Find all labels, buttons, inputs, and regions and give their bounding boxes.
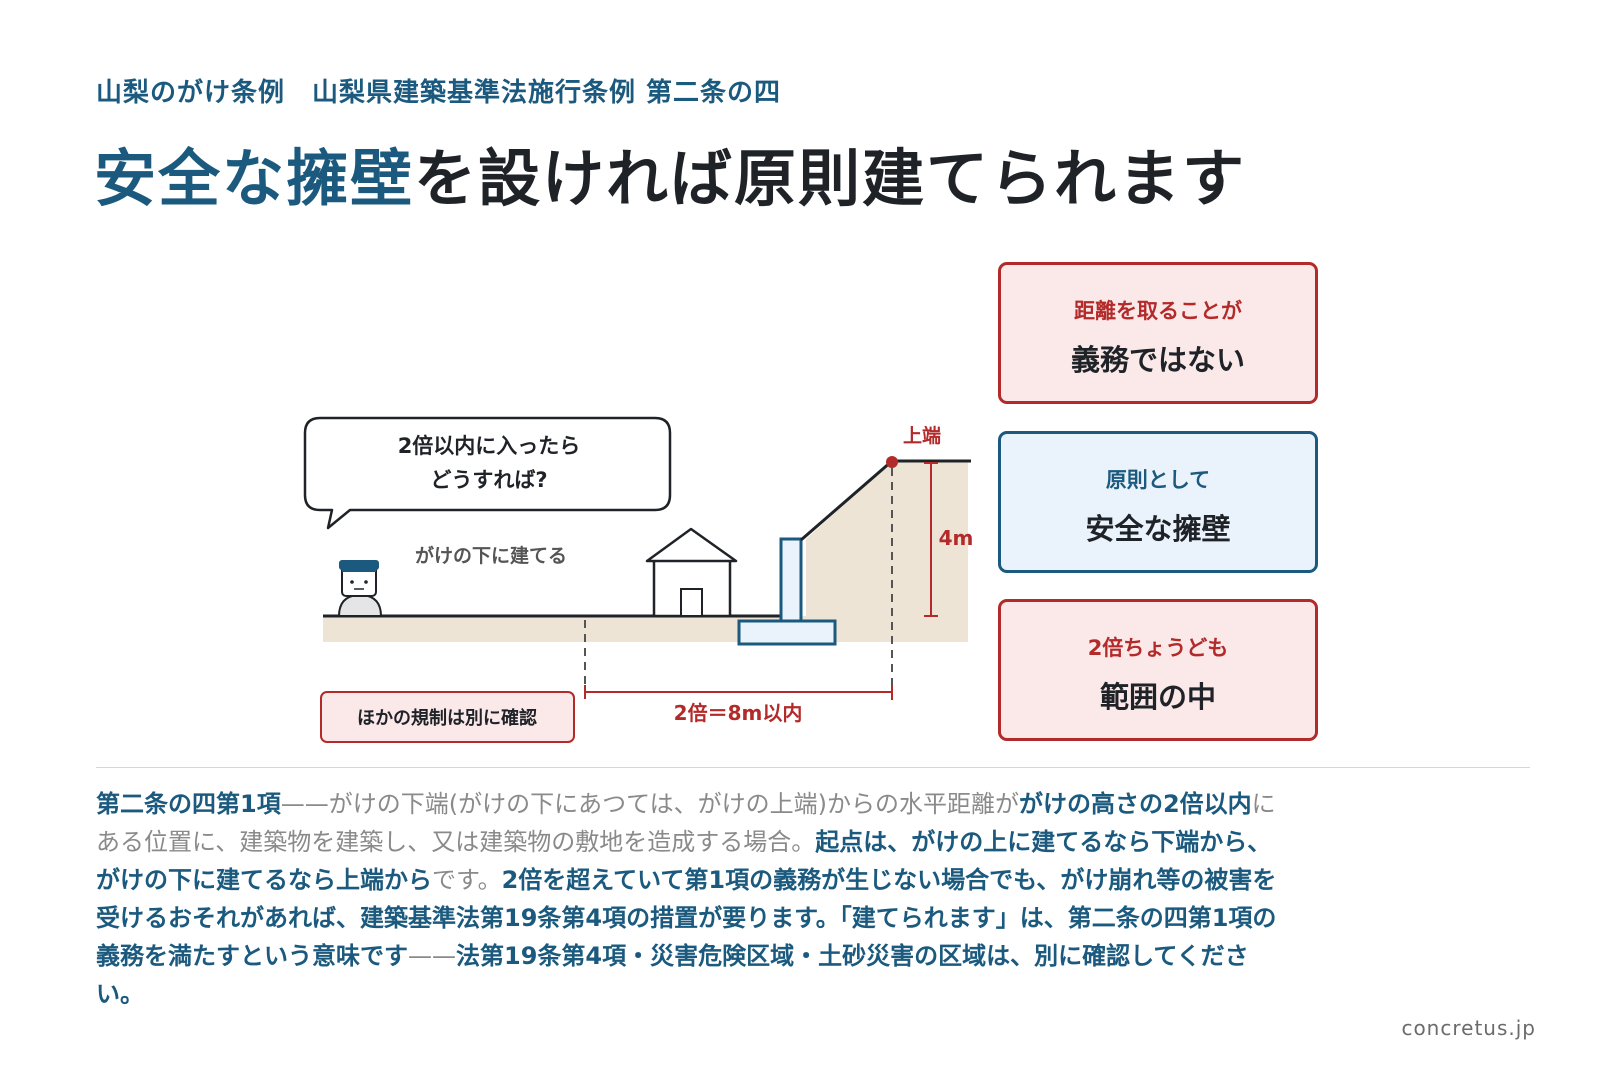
distance-label: 2倍＝8m以内	[674, 701, 803, 725]
emph-check-separately: 法第19条第4項・災害危険区域・土砂災害の区域は、別に確認してください。	[96, 942, 1249, 1008]
card-small-text: 距離を取ることが	[1074, 299, 1242, 323]
card-exactly-double: 2倍ちょうども 範囲の中	[998, 599, 1318, 741]
top-edge-point	[886, 456, 898, 468]
speech-bubble	[303, 416, 672, 530]
other-rules-badge	[320, 691, 575, 743]
clause-ref: 第二条の四第1項	[96, 790, 281, 818]
card-not-obligatory: 距離を取ることが 義務ではない	[998, 262, 1318, 404]
page-title: 安全な擁壁を設ければ原則建てられます	[94, 128, 1246, 218]
cliff-fill	[806, 461, 968, 642]
other-rules-label: ほかの規制は別に確認	[357, 707, 537, 729]
top-edge-label: 上端	[903, 424, 941, 447]
below-cliff-label: がけの下に建てる	[415, 544, 567, 567]
emph-start-point: 起点は、がけの上に建てるなら下端から、がけの下に建てるなら上端から	[96, 828, 1272, 894]
cliff-slope	[800, 459, 893, 542]
card-safe-wall: 原則として 安全な擁壁	[998, 431, 1318, 573]
ordinance-explanation: 第二条の四第1項——がけの下端(がけの下にあつては、がけの上端)からの水平距離が…	[96, 785, 1286, 1013]
retaining-wall-stem	[779, 537, 803, 623]
section-divider	[96, 767, 1530, 768]
card-small-text: 原則として	[1105, 468, 1211, 492]
site-credit: concretus.jp	[1401, 1016, 1536, 1040]
speech-line-1: 2倍以内に入ったら	[398, 434, 581, 458]
person-icon	[337, 560, 383, 617]
height-label: 4m	[939, 526, 974, 550]
page-subtitle: 山梨のがけ条例 山梨県建築基準法施行条例 第二条の四	[96, 78, 782, 108]
speech-line-2: どうすれば?	[430, 468, 547, 492]
card-big-text: 安全な擁壁	[1085, 512, 1231, 546]
retaining-wall-footing	[737, 619, 837, 646]
card-small-text: 2倍ちょうども	[1087, 636, 1229, 660]
plain-text: です。	[432, 866, 502, 894]
title-highlight: 安全な擁壁	[94, 142, 415, 215]
card-big-text: 義務ではない	[1070, 343, 1245, 377]
emph-double-height: がけの高さの2倍以内	[1018, 790, 1252, 818]
dash-text: ——	[408, 942, 456, 970]
house-icon	[645, 527, 738, 618]
clause-text-2: にある位置に、建築物を建築し、又は建築物の敷地を造成する場合。	[96, 790, 1276, 856]
clause-text: ——がけの下端(がけの下にあつては、がけの上端)からの水平距離が	[280, 790, 1019, 818]
card-big-text: 範囲の中	[1099, 680, 1216, 714]
emph-article-19: 2倍を超えていて第1項の義務が生じない場合でも、がけ崩れ等の被害を受けるおそれが…	[96, 866, 1277, 970]
title-rest: を設ければ原則建てられます	[414, 142, 1247, 215]
